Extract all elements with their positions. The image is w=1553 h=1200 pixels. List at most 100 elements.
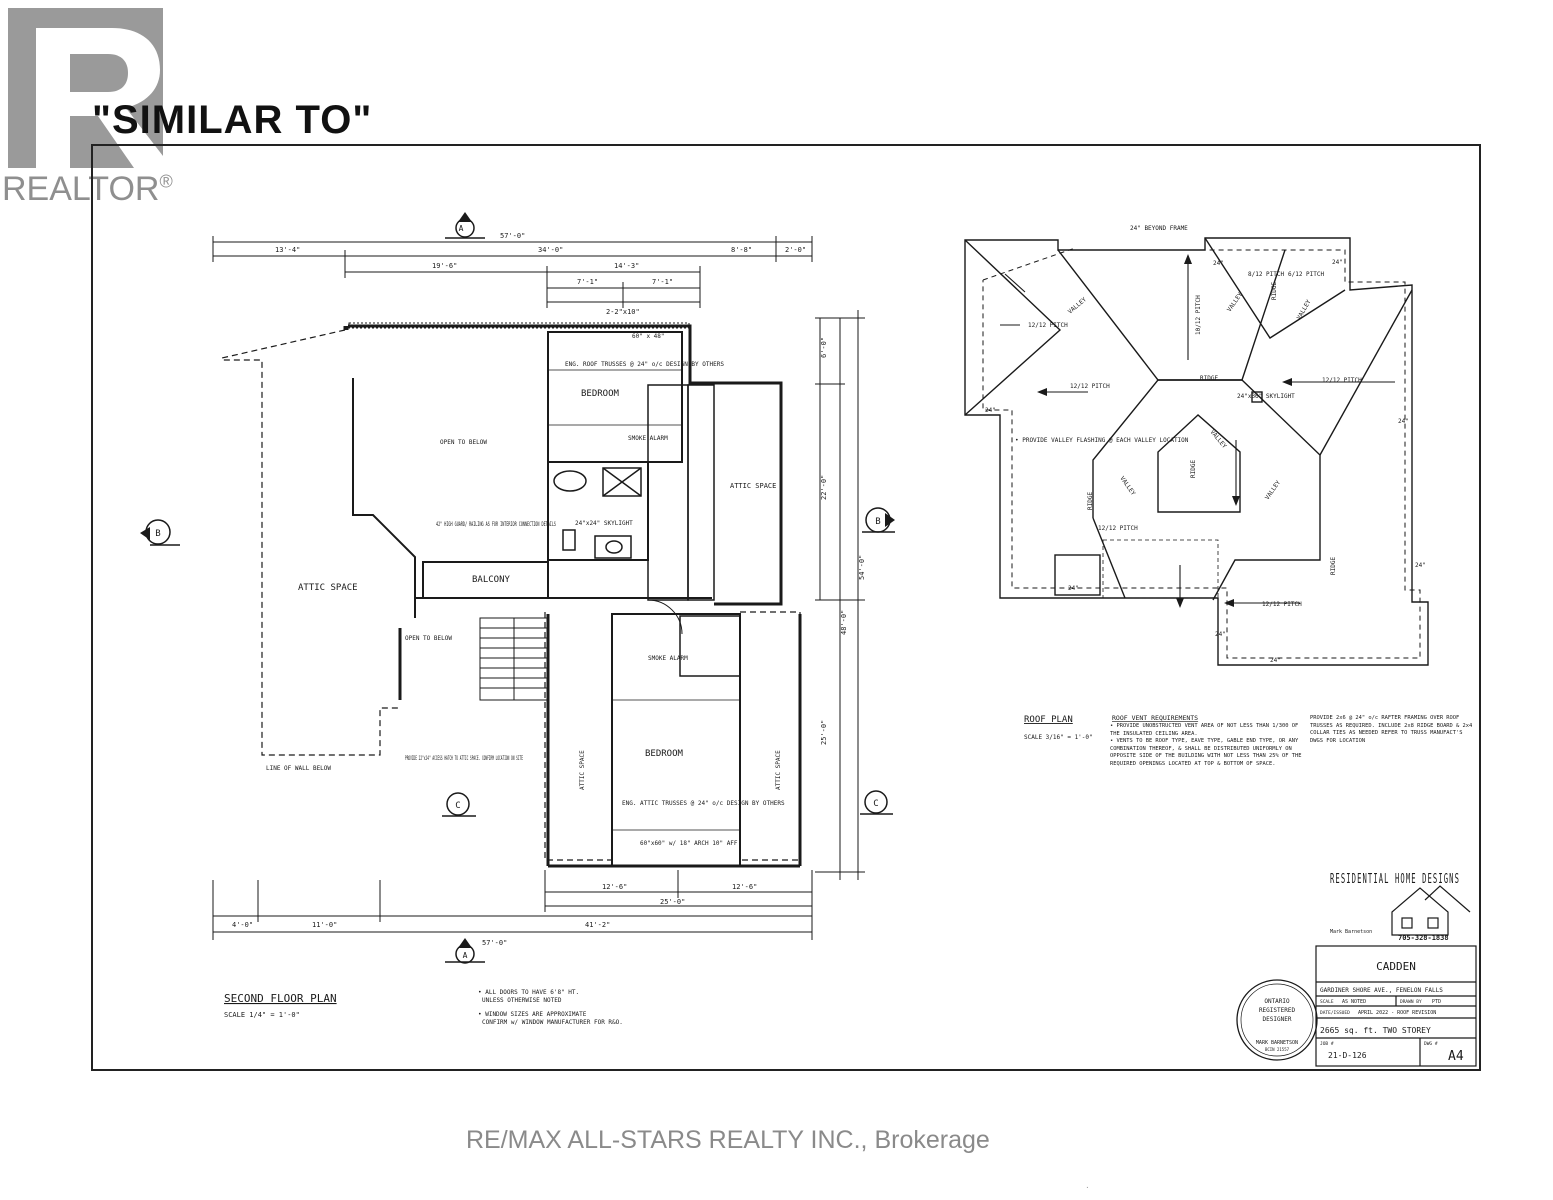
scale-label: SCALE bbox=[1320, 999, 1334, 1005]
job-value: 21-D-126 bbox=[1328, 1051, 1367, 1060]
pitch-label-5: 12/12 PITCH bbox=[1262, 601, 1302, 608]
pitch-label-8: 6/12 PITCH bbox=[1288, 271, 1325, 278]
bedroom-bottom-walls bbox=[611, 613, 741, 867]
dim-bottom-41-2: 41'-2" bbox=[585, 921, 610, 929]
drawn-label: DRAWN BY bbox=[1400, 999, 1422, 1005]
scale-value: AS NOTED bbox=[1342, 999, 1366, 1005]
pitch-label-7: 8/12 PITCH bbox=[1248, 271, 1285, 278]
roof-plan-title: ROOF PLAN bbox=[1024, 715, 1073, 725]
valley-label-6: VALLEY bbox=[1264, 479, 1282, 501]
stamp-line-2: REGISTERED bbox=[1259, 1007, 1296, 1014]
dim-right-6: 6'-0" bbox=[820, 337, 828, 358]
dim-bottom-12-6b: 12'-6" bbox=[732, 883, 757, 891]
overhang-7: 24" bbox=[1270, 657, 1281, 664]
marker-c-right: C bbox=[873, 799, 878, 809]
company-name: RESIDENTIAL HOME DESIGNS bbox=[1330, 872, 1460, 887]
dwg-label: DWG # bbox=[1424, 1041, 1438, 1047]
overhang-5: 24" bbox=[1415, 562, 1426, 569]
stamp-name: MARK BARNETSON bbox=[1256, 1040, 1298, 1046]
valley-flashing-note: • PROVIDE VALLEY FLASHING @ EACH VALLEY … bbox=[1015, 437, 1189, 444]
note-3: • WINDOW SIZES ARE APPROXIMATE bbox=[478, 1011, 587, 1018]
dim-bottom-overall: 57'-0" bbox=[482, 939, 507, 947]
alarm-bottom: SMOKE ALARM bbox=[648, 655, 688, 662]
dim-top-7-1a: 7'-1" bbox=[577, 278, 598, 286]
dim-right-25: 25'-0" bbox=[820, 720, 828, 745]
roof-skylight-box bbox=[1251, 391, 1263, 403]
truss-note-bottom: ENG. ATTIC TRUSSES @ 24" o/c DESIGN BY O… bbox=[622, 800, 785, 807]
framing-note: PROVIDE 2x6 @ 24" o/c RAFTER FRAMING OVE… bbox=[1310, 715, 1473, 744]
open-to-below-label-2: OPEN TO BELOW bbox=[405, 635, 452, 642]
dim-bottom-25-0: 25'-0" bbox=[660, 898, 685, 906]
line-of-wall-label: LINE OF WALL BELOW bbox=[266, 765, 331, 772]
realtor-brand-word: REALTOR® bbox=[2, 170, 173, 209]
dim-right-22: 22'-0" bbox=[820, 475, 828, 500]
stamp-line-3: DESIGNER bbox=[1263, 1016, 1292, 1023]
stairs bbox=[479, 617, 549, 701]
hatch-note: PROVIDE 22"x24" ACCESS HATCH TO ATTIC SP… bbox=[405, 755, 523, 762]
job-label: JOB # bbox=[1320, 1041, 1334, 1047]
valley-label-5: VALLEY bbox=[1118, 475, 1136, 497]
guard-note: 42" HIGH GUARD/ RAILING AS FOR INTERIOR … bbox=[436, 521, 556, 528]
marker-a-top: A bbox=[459, 224, 464, 233]
ridge-label-1: RIDGE bbox=[1200, 375, 1218, 382]
brokerage-watermark: RE/MAX ALL-STARS REALTY INC., Brokerage bbox=[466, 1126, 990, 1155]
wall-line-dashed bbox=[982, 247, 1421, 659]
vent-note-2: • VENTS TO BE ROOF TYPE, EAVE TYPE, GABL… bbox=[1110, 738, 1302, 767]
marker-b-left: B bbox=[155, 529, 160, 539]
stamp-bcin: BCIN 21557 bbox=[1265, 1047, 1290, 1052]
truss-note-top: ENG. ROOF TRUSSES @ 24" o/c DESIGN BY OT… bbox=[565, 361, 724, 368]
overhang-1: 24" bbox=[985, 407, 996, 414]
designer-name: Mark Barnetson bbox=[1330, 929, 1372, 935]
drawing-frame bbox=[91, 144, 1481, 1071]
overhang-3: 24" bbox=[1332, 259, 1343, 266]
overhang-8: 24" bbox=[1068, 585, 1079, 592]
overhang-4: 24" bbox=[1398, 418, 1409, 425]
right-dimension-lines bbox=[815, 310, 865, 880]
vent-req-title: ROOF VENT REQUIREMENTS bbox=[1112, 714, 1198, 722]
alarm-top: SMOKE ALARM bbox=[628, 435, 668, 442]
bottom-dimension-lines bbox=[212, 870, 813, 940]
valley-label-2: VALLEY bbox=[1226, 291, 1244, 313]
ridge-label-4: RIDGE bbox=[1087, 492, 1094, 510]
marker-a-bottom: A bbox=[463, 951, 468, 960]
phone-number: 705-328-1838 bbox=[1398, 934, 1449, 942]
realtor-logo-icon bbox=[8, 8, 163, 168]
dim-right-48: 48'-0" bbox=[840, 610, 848, 635]
attic-vertical-1: ATTIC SPACE bbox=[579, 750, 586, 790]
drawn-value: PTD bbox=[1432, 999, 1441, 1005]
valley-label-4: VALLEY bbox=[1208, 429, 1228, 450]
marker-b-right: B bbox=[875, 517, 880, 527]
project-name: CADDEN bbox=[1376, 960, 1416, 973]
dim-top-2-0: 2'-0" bbox=[785, 246, 806, 254]
title-block-lines bbox=[1315, 945, 1477, 1067]
floor-plan-title: SECOND FLOOR PLAN bbox=[224, 992, 337, 1005]
project-address: GARDINER SHORE AVE., FENELON FALLS bbox=[1320, 987, 1443, 994]
vent-note-1: • PROVIDE UNOBSTRUCTED VENT AREA OF NOT … bbox=[1110, 723, 1299, 737]
dim-top-14-3: 14'-3" bbox=[614, 262, 639, 270]
attic-left-label: ATTIC SPACE bbox=[298, 583, 358, 593]
pitch-label-2: 12/12 PITCH bbox=[1070, 383, 1110, 390]
skylight-label: 24"x24" SKYLIGHT bbox=[575, 520, 633, 527]
date-label: DATE/ISSUED bbox=[1320, 1010, 1350, 1016]
dim-top-19-6: 19'-6" bbox=[432, 262, 457, 270]
pitch-label-4: 12/12 PITCH bbox=[1098, 525, 1138, 532]
ridge-label-2: RIDGE bbox=[1271, 282, 1278, 300]
valley-label-1: VALLEY bbox=[1067, 296, 1088, 316]
pitch-label-1: 12/12 PITCH bbox=[1028, 322, 1068, 329]
dim-top-13-4: 13'-4" bbox=[275, 246, 300, 254]
designer-stamp bbox=[1236, 979, 1318, 1061]
dim-right-54: 54'-0" bbox=[858, 555, 866, 580]
dwg-value: A4 bbox=[1448, 1049, 1464, 1064]
note-2: UNLESS OTHERWISE NOTED bbox=[482, 997, 562, 1004]
dim-top-7-1b: 7'-1" bbox=[652, 278, 673, 286]
bedroom-top-label: BEDROOM bbox=[581, 389, 620, 399]
dim-top-8-8: 8'-8" bbox=[731, 246, 752, 254]
roof-skylight-label: 24"x36" SKYLIGHT bbox=[1237, 393, 1295, 400]
dim-bottom-4-0: 4'-0" bbox=[232, 921, 253, 929]
beyond-frame-label: 24" BEYOND FRAME bbox=[1130, 225, 1188, 232]
note-4: CONFIRM w/ WINDOW MANUFACTURER FOR R&O. bbox=[482, 1019, 623, 1026]
